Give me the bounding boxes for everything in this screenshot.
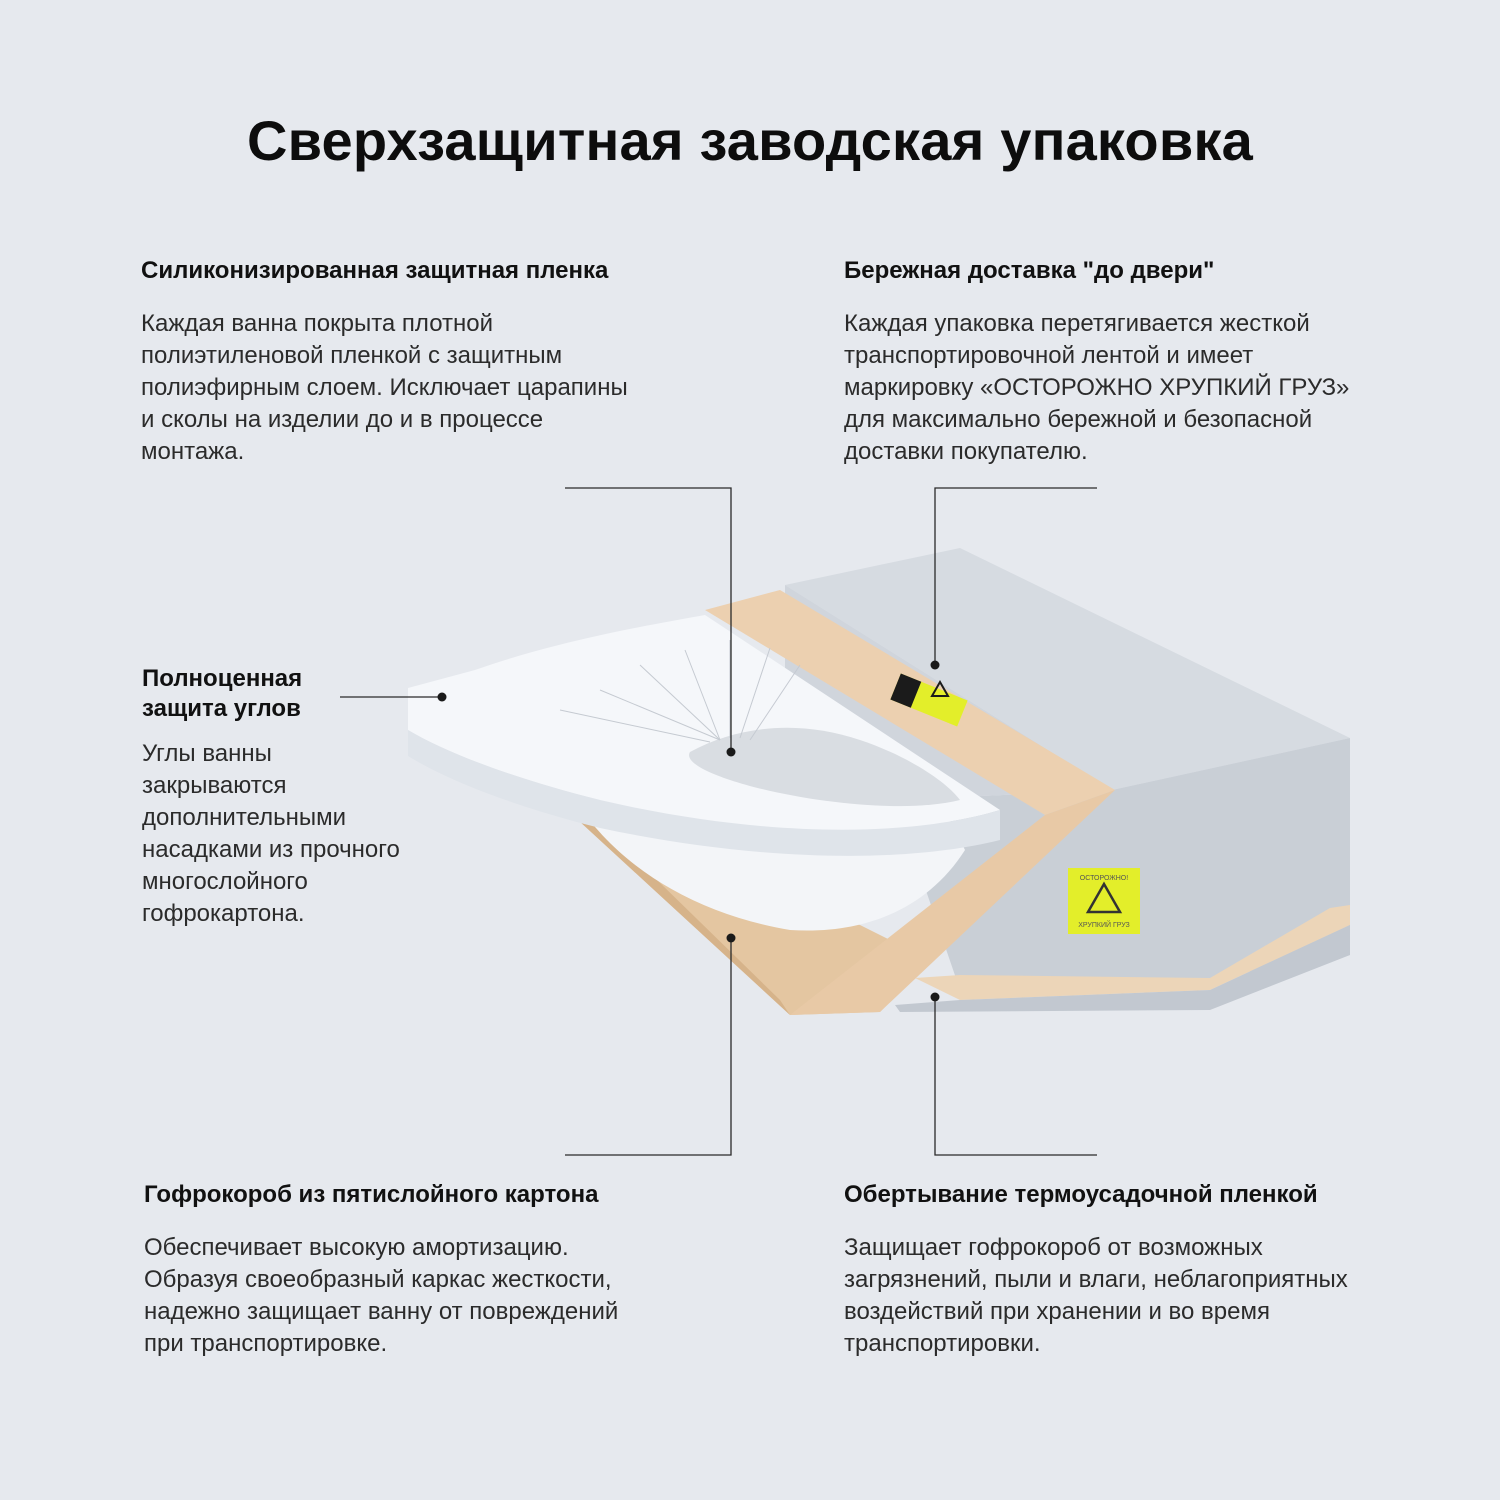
callout-delivery-dot (930, 660, 940, 670)
feature-delivery-text: Каждая упаковка перетягивается жесткой т… (844, 310, 1350, 465)
callout-shrink-dot (930, 992, 940, 1002)
label-bottom-text: ХРУПКИЙ ГРУЗ (1078, 920, 1130, 929)
callout-film-line (565, 487, 732, 752)
shrink-film-top (785, 548, 1350, 790)
feature-box: Гофрокороб из пятислойного картона Обесп… (144, 1180, 704, 1360)
feature-film-text: Каждая ванна покрыта плотной полиэтилено… (141, 310, 628, 465)
feature-shrink: Обертывание термоусадочной пленкой Защищ… (844, 1180, 1424, 1360)
top-warning-label (890, 673, 968, 727)
corner-protector-edge (408, 730, 1000, 856)
label-top-text: ОСТОРОЖНО! (1080, 875, 1128, 882)
callout-film-dot (726, 747, 736, 757)
feature-shrink-text: Защищает гофрокороб от возможных загрязн… (844, 1234, 1348, 1357)
wrap-bottom-band (895, 925, 1350, 1012)
callout-delivery-line (934, 487, 1097, 665)
callout-corners-dot (437, 692, 447, 702)
cardboard-base-edge (565, 800, 790, 1015)
feature-delivery: Бережная доставка "до двери" Каждая упак… (844, 256, 1404, 468)
feature-delivery-heading: Бережная доставка "до двери" (844, 257, 1215, 284)
callout-box-dot (726, 933, 736, 943)
feature-shrink-heading: Обертывание термоусадочной пленкой (844, 1181, 1318, 1208)
feature-corners-text: Углы ванны закрываются дополнительными н… (142, 740, 400, 927)
feature-corners: Полноценная защита углов Углы ванны закр… (142, 664, 462, 930)
basin-lines (559, 640, 801, 743)
cardboard-band-diag (790, 790, 1115, 1015)
wrap-cardboard-base (915, 905, 1350, 1000)
feature-film-heading: Силиконизированная защитная пленка (141, 257, 609, 284)
feature-film: Силиконизированная защитная пленка Кажда… (141, 256, 701, 468)
bathtub-basin (689, 727, 960, 807)
shrink-film-front (895, 738, 1350, 990)
callout-box-line (565, 938, 732, 1156)
front-warning-label: ОСТОРОЖНО! ХРУПКИЙ ГРУЗ (1068, 868, 1140, 934)
feature-box-heading: Гофрокороб из пятислойного картона (144, 1181, 599, 1208)
feature-corners-heading: Полноценная защита углов (142, 665, 303, 722)
feature-box-text: Обеспечивает высокую амортизацию. Образу… (144, 1234, 619, 1357)
page-title: Сверхзащитная заводская упаковка (246, 109, 1254, 172)
callout-shrink-line (934, 997, 1097, 1156)
